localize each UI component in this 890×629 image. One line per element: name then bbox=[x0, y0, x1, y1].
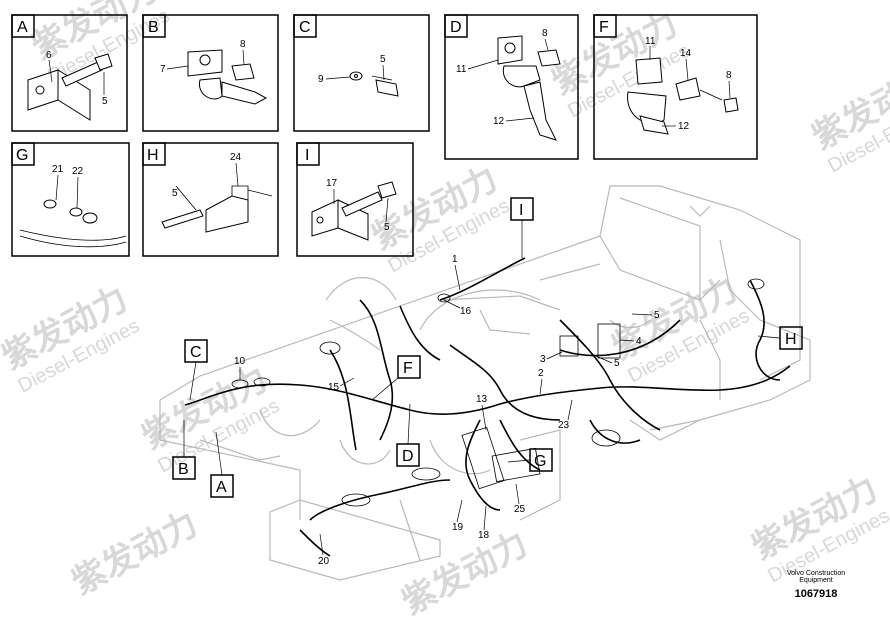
footer: Volvo Construction Equipment 1067918 bbox=[787, 570, 845, 600]
svg-text:F: F bbox=[403, 360, 413, 377]
view-marker-g: G bbox=[507, 448, 553, 472]
callout: 19 bbox=[452, 522, 464, 533]
detail-box-i: I 17 5 bbox=[296, 142, 414, 257]
document-number: 1067918 bbox=[795, 588, 838, 600]
callout: 15 bbox=[328, 382, 340, 393]
callout: 8 bbox=[726, 70, 732, 81]
box-letter: A bbox=[17, 19, 28, 36]
callout: 22 bbox=[72, 166, 84, 177]
detail-box-h: H 24 5 bbox=[142, 142, 279, 257]
callout: 12 bbox=[678, 121, 690, 132]
callout: 4 bbox=[636, 336, 642, 347]
box-letter: B bbox=[148, 19, 159, 36]
view-marker-f: F bbox=[371, 355, 421, 401]
callout: 21 bbox=[52, 164, 64, 175]
callout: 11 bbox=[645, 36, 656, 47]
detail-box-d: D 8 11 12 bbox=[444, 14, 579, 160]
callout: 20 bbox=[318, 556, 330, 567]
svg-text:C: C bbox=[190, 344, 202, 361]
callout: 5 bbox=[654, 310, 660, 321]
svg-text:H: H bbox=[785, 331, 797, 348]
callout: 5 bbox=[380, 54, 386, 65]
callout: 5 bbox=[384, 222, 390, 233]
detail-box-c: C 5 9 bbox=[293, 14, 430, 132]
callout: 17 bbox=[326, 178, 338, 189]
wiring-harness bbox=[184, 257, 791, 557]
callout: 24 bbox=[230, 152, 242, 163]
callout: 13 bbox=[476, 394, 488, 405]
view-marker-h: H bbox=[757, 326, 803, 350]
svg-text:D: D bbox=[402, 448, 414, 465]
callout: 7 bbox=[160, 64, 166, 75]
view-markers: I F C D G B A bbox=[172, 197, 803, 498]
caption-line-2: Equipment bbox=[799, 577, 833, 584]
callout: 14 bbox=[680, 48, 692, 59]
callout: 10 bbox=[234, 356, 246, 367]
callout: 5 bbox=[614, 358, 620, 369]
view-marker-i: I bbox=[510, 197, 534, 258]
callout: 16 bbox=[460, 306, 472, 317]
box-letter: F bbox=[599, 19, 609, 36]
svg-text:G: G bbox=[534, 453, 546, 470]
svg-text:B: B bbox=[178, 461, 189, 478]
main-callouts: 1 16 5 4 3 5 2 23 10 15 13 19 18 25 20 bbox=[234, 254, 660, 567]
callout: 2 bbox=[538, 368, 544, 379]
view-marker-d: D bbox=[396, 403, 420, 467]
callout: 18 bbox=[478, 530, 490, 541]
callout: 5 bbox=[172, 188, 178, 199]
chassis-frame bbox=[159, 185, 811, 581]
view-marker-b: B bbox=[172, 420, 196, 480]
view-marker-c: C bbox=[184, 339, 208, 401]
caption-line-1: Volvo Construction bbox=[787, 570, 845, 577]
callout: 12 bbox=[493, 116, 505, 127]
watermark-cn: 紫发动力 bbox=[65, 504, 204, 603]
callout: 5 bbox=[102, 96, 108, 107]
callout: 1 bbox=[452, 254, 458, 265]
svg-text:I: I bbox=[519, 202, 523, 219]
callout: 25 bbox=[514, 504, 526, 515]
detail-box-g: G 21 22 bbox=[11, 142, 130, 257]
box-letter: H bbox=[147, 147, 159, 164]
callout: 6 bbox=[46, 50, 52, 61]
detail-box-f: F 11 14 8 12 bbox=[593, 14, 758, 160]
view-marker-a: A bbox=[210, 431, 234, 498]
callout: 11 bbox=[456, 64, 467, 75]
callout: 8 bbox=[542, 28, 548, 39]
callout: 8 bbox=[240, 39, 246, 50]
callout: 23 bbox=[558, 420, 570, 431]
watermark-cn: 紫发动力 bbox=[395, 524, 534, 623]
detail-box-b: B 8 7 bbox=[142, 14, 279, 132]
svg-text:A: A bbox=[216, 479, 227, 496]
box-letter: I bbox=[305, 147, 309, 164]
detail-box-a: A 6 5 bbox=[11, 14, 128, 132]
callout: 9 bbox=[318, 74, 324, 85]
callout: 3 bbox=[540, 354, 546, 365]
box-letter: D bbox=[450, 19, 462, 36]
box-letter: G bbox=[16, 147, 28, 164]
box-letter: C bbox=[299, 19, 311, 36]
